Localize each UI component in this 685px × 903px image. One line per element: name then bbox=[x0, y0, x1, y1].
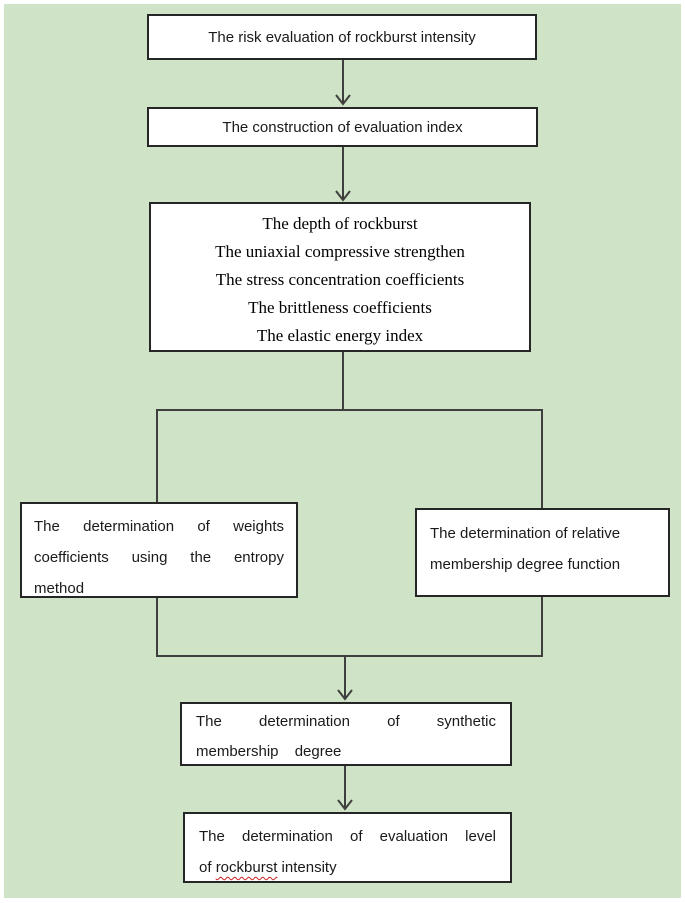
box-weights-line-3: method bbox=[34, 580, 85, 597]
box-evaluation-level-line-2: of rockburst intensity bbox=[199, 852, 496, 883]
arrowhead-icon bbox=[337, 689, 353, 701]
index-uniaxial-strength: The uniaxial compressive strengthen bbox=[215, 242, 465, 261]
box-synthetic-membership: The determination of synthetic membershi… bbox=[180, 702, 512, 766]
box-relative-membership-line-2: membership degree function bbox=[430, 556, 621, 573]
box-weights-entropy: The determination of weights coefficient… bbox=[20, 502, 298, 598]
box-weights-line-1: The determination of weights bbox=[34, 518, 284, 535]
box-relative-membership-line-1: The determination of relative bbox=[430, 525, 621, 542]
box-weights-line-2: coefficients using the entropy bbox=[34, 549, 284, 566]
box-evaluation-level: The determination of evaluation level of… bbox=[183, 812, 512, 883]
box-risk-evaluation-label: The risk evaluation of rockburst intensi… bbox=[208, 28, 476, 46]
misspelled-word-rockburst: rockburst bbox=[215, 859, 278, 876]
box-construction-index-label: The construction of evaluation index bbox=[222, 118, 463, 136]
box-evaluation-indices: The depth of rockburst The uniaxial comp… bbox=[149, 202, 531, 352]
box-risk-evaluation: The risk evaluation of rockburst intensi… bbox=[147, 14, 537, 60]
box-evaluation-level-line-1: The determination of evaluation level bbox=[199, 828, 496, 845]
arrowhead-icon bbox=[337, 799, 353, 811]
arrowhead-icon bbox=[335, 94, 351, 106]
box-synthetic-line-2: membership degree bbox=[196, 743, 342, 760]
index-brittleness: The brittleness coefficients bbox=[248, 298, 432, 317]
index-depth: The depth of rockburst bbox=[262, 214, 418, 233]
evaluation-level-suffix: intensity bbox=[277, 859, 337, 876]
box-synthetic-line-1: The determination of synthetic bbox=[196, 713, 496, 730]
index-stress-concentration: The stress concentration coefficients bbox=[215, 270, 465, 289]
evaluation-level-prefix: of bbox=[199, 859, 216, 876]
index-elastic-energy: The elastic energy index bbox=[256, 326, 424, 345]
arrowhead-icon bbox=[335, 190, 351, 202]
box-construction-index: The construction of evaluation index bbox=[147, 107, 538, 147]
box-relative-membership: The determination of relative membership… bbox=[415, 508, 670, 597]
